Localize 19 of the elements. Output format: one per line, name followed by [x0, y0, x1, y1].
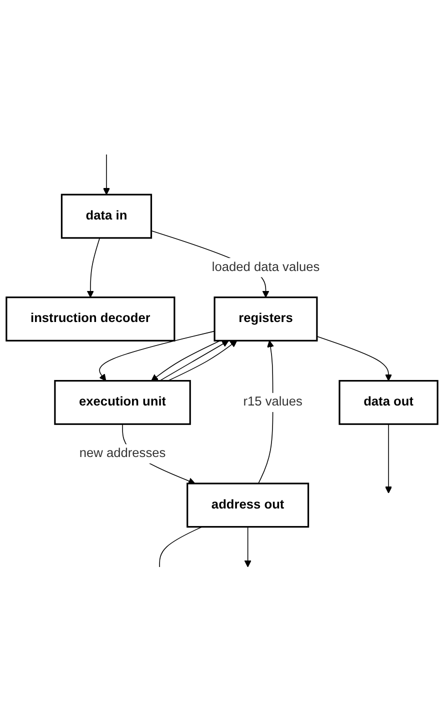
edge-label: r15 values: [243, 396, 302, 410]
node-box: registers: [214, 296, 318, 342]
arrow: [86, 238, 100, 298]
arrow: [102, 154, 110, 196]
node-box: data in: [60, 194, 152, 240]
connector: [159, 526, 202, 568]
node-box: data out: [338, 380, 438, 426]
node-box: execution unit: [54, 380, 191, 426]
arrow: [99, 331, 215, 382]
node-box: instruction decoder: [6, 296, 176, 342]
arrow: [385, 424, 392, 494]
edge-label: loaded data values: [212, 260, 320, 274]
edge-label: new addresses: [79, 446, 166, 460]
arrow: [316, 336, 392, 382]
arrow: [159, 340, 229, 382]
node-box: address out: [186, 482, 310, 528]
arrow: [151, 340, 221, 382]
arrow: [168, 340, 238, 382]
arrow: [244, 526, 252, 568]
